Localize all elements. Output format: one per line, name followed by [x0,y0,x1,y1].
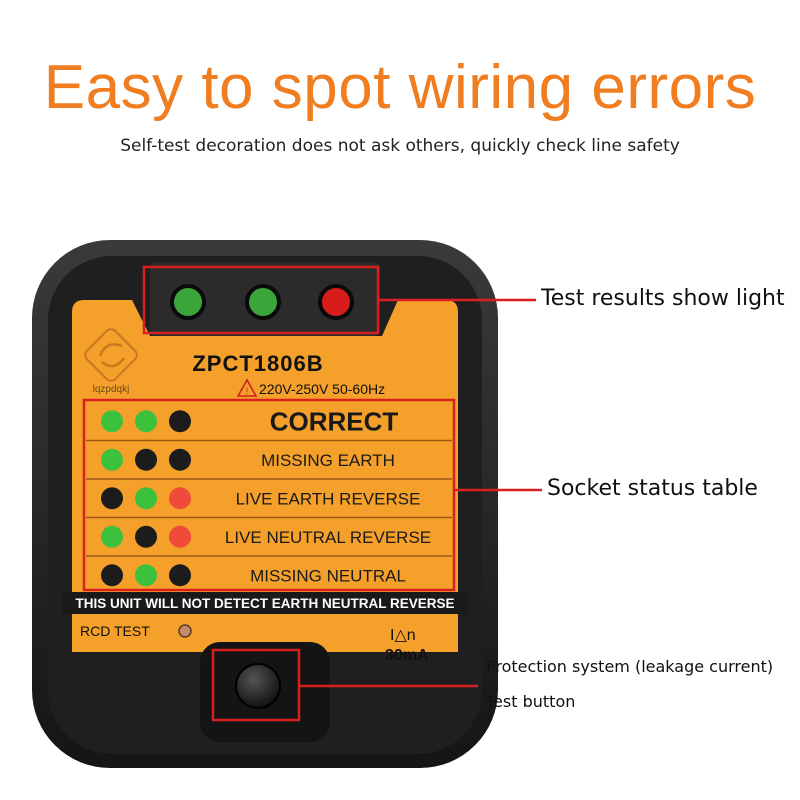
brand-name: lqzpdqkj [93,384,130,395]
status-label: MISSING EARTH [261,451,395,470]
status-led [101,448,123,471]
callout-table: Socket status table [547,476,758,501]
current-value: 30mA [385,647,429,664]
indicator-light-1 [170,284,206,320]
status-table: CORRECT MISSING EARTH LIVE EARTH REVERSE LI… [86,406,452,587]
status-label: CORRECT [270,406,399,436]
status-led [169,448,191,471]
rcd-indicator-light [178,624,192,638]
status-led [101,410,123,433]
voltage-rating: 220V-250V 50-60Hz [259,381,385,397]
current-symbol: I△n [390,627,416,644]
status-led [135,487,157,510]
brand-logo-icon [84,328,138,382]
status-led [101,564,123,587]
model-number: ZPCT1806B [192,351,323,376]
subheadline: Self-test decoration does not ask others… [120,136,680,156]
callout-test-button: Test button [486,692,576,711]
callout-protection: Protection system (leakage current) [486,657,774,676]
status-led [135,410,157,433]
status-led [101,525,123,548]
rcd-test-label: RCD TEST [80,623,150,639]
status-led [135,448,157,471]
status-led [101,487,123,510]
notice-text: THIS UNIT WILL NOT DETECT EARTH NEUTRAL … [75,596,454,611]
indicator-light-3 [318,284,354,320]
indicator-light-2 [245,284,281,320]
status-label: LIVE NEUTRAL REVERSE [225,528,431,547]
status-led [135,564,157,587]
status-label: LIVE EARTH REVERSE [236,489,421,508]
status-label: MISSING NEUTRAL [250,566,406,585]
status-led [135,525,157,548]
headline: Easy to spot wiring errors [43,53,757,122]
table-callout-box [82,398,456,592]
status-led [169,525,191,548]
status-led [169,487,191,510]
notice-strip [62,592,468,614]
svg-text:!: ! [246,386,249,396]
label-panel [72,300,458,652]
status-led [169,564,191,587]
warning-triangle-icon: ! [236,378,258,397]
status-led [169,410,191,433]
callout-lights: Test results show light [541,286,785,311]
test-button[interactable] [235,663,281,709]
